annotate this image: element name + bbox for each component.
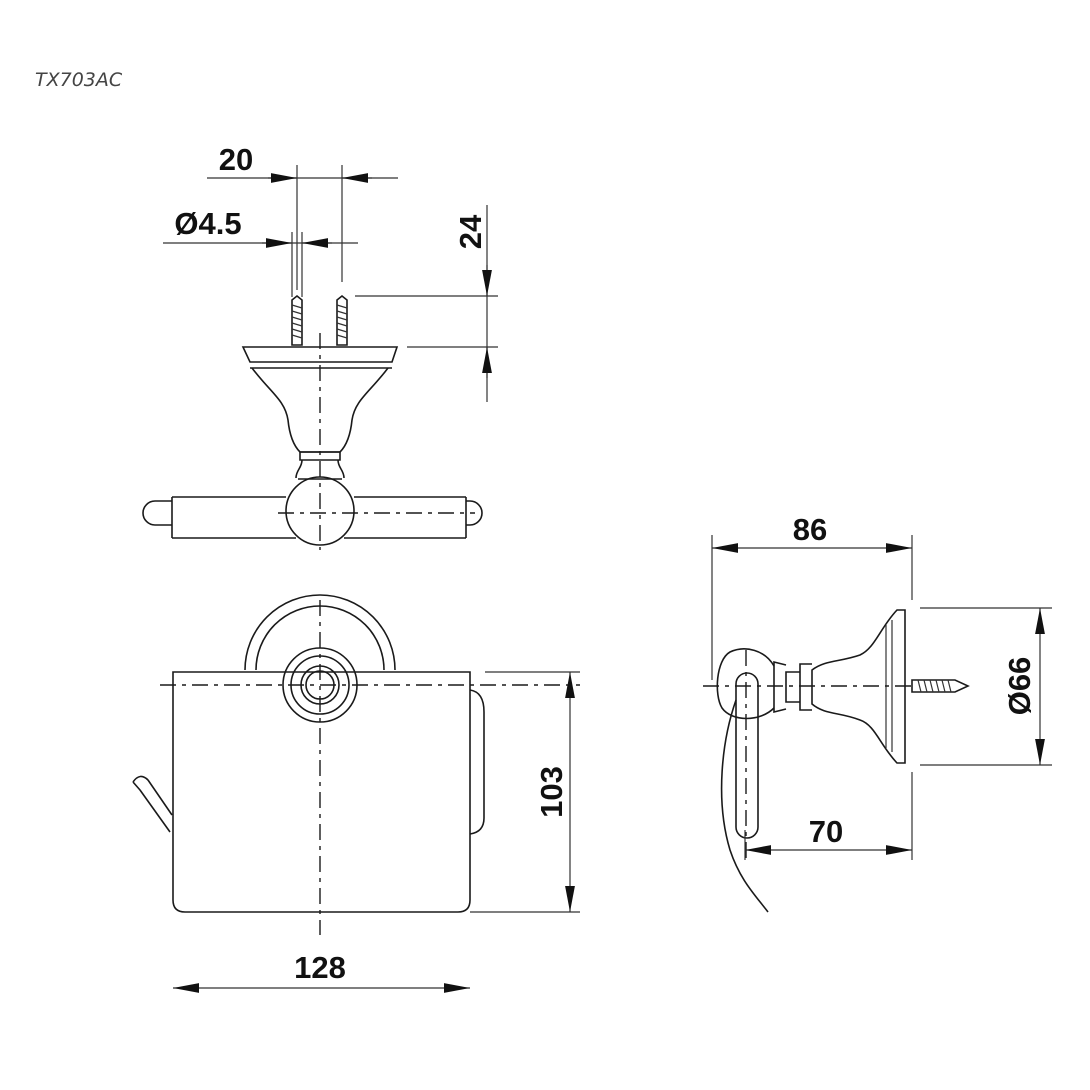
dimension-depth: 86 [711,512,913,860]
dimension-screw-spacing: 20 [207,142,398,290]
dimension-screw-depth: 24 [355,205,498,402]
dimension-cover-height: 103 [470,671,580,913]
dimension-flange-diameter: Ø66 [920,607,1052,766]
dimension-arm-length: 70 [744,814,912,860]
dim-label-24: 24 [453,214,488,249]
side-view: 86 Ø66 70 [703,512,1052,913]
dimension-cover-width: 128 [173,950,470,993]
dim-label-70: 70 [809,814,843,849]
dim-label-86: 86 [793,512,827,547]
dim-label-20: 20 [219,142,253,177]
top-view: 20 Ø4.5 24 [142,142,498,550]
dimension-screw-diameter: Ø4.5 [163,206,358,248]
dim-label-66: Ø66 [1002,657,1037,716]
dim-label-128: 128 [294,950,346,985]
dim-label-4-5: Ø4.5 [174,206,241,241]
dim-label-103: 103 [534,766,569,818]
front-view: 103 128 [132,594,580,993]
model-number: TX703AC [35,69,123,91]
mounting-screws [291,232,348,346]
